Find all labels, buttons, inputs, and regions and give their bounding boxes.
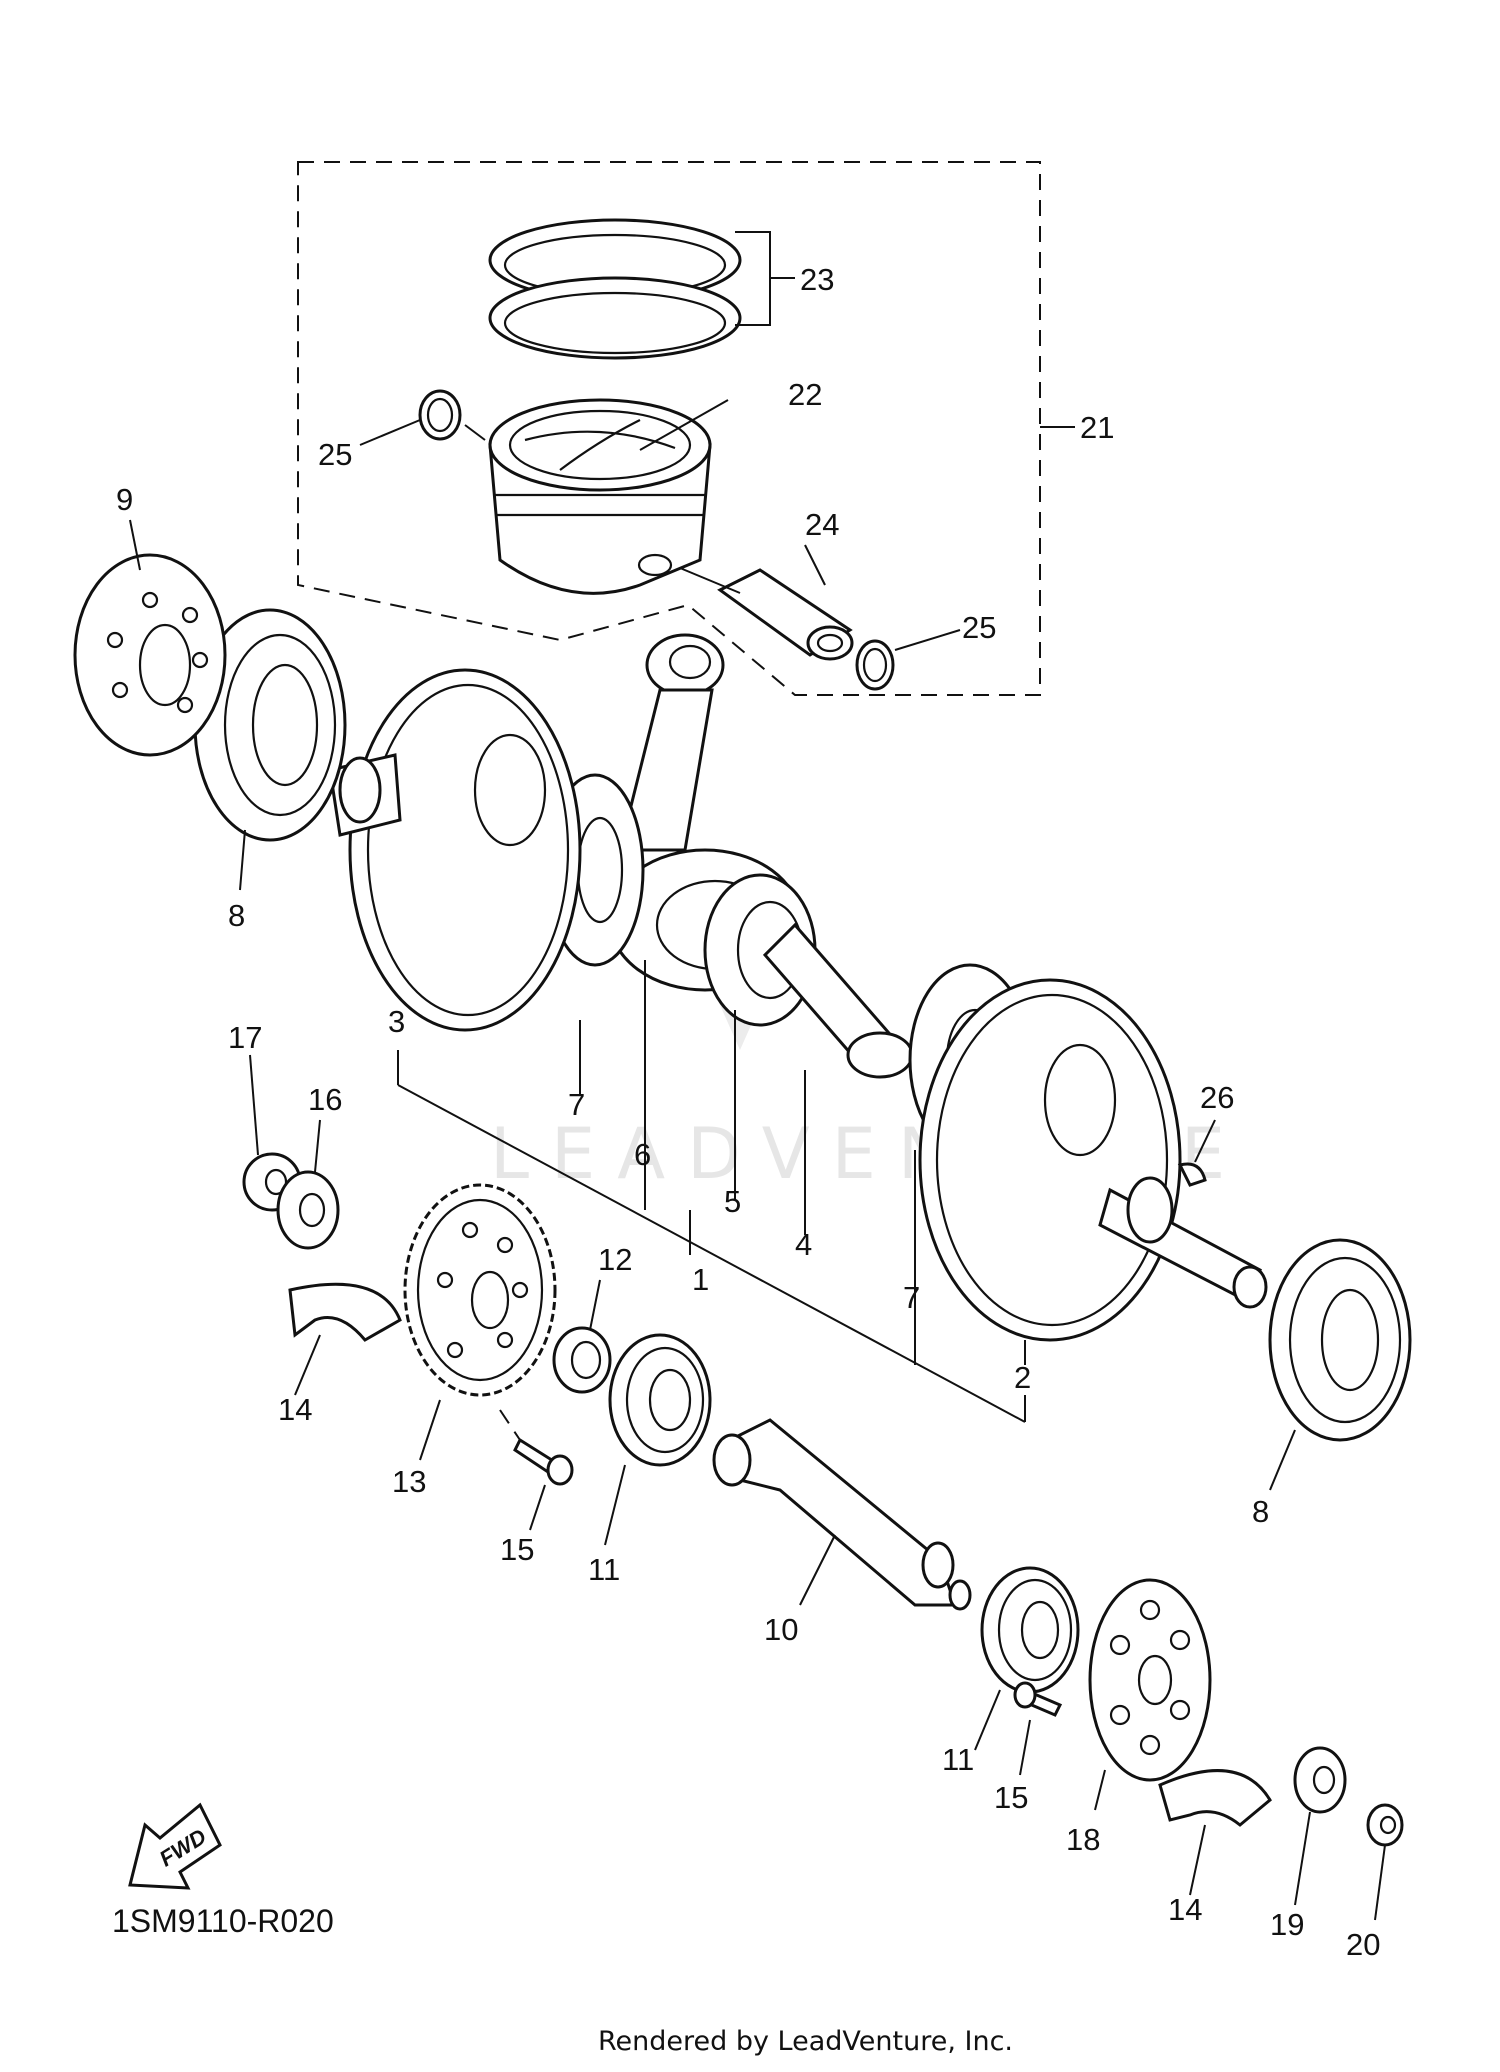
callout-16: 16 bbox=[308, 1082, 342, 1117]
callout-8-left: 8 bbox=[228, 898, 245, 933]
callout-3: 3 bbox=[388, 1004, 405, 1039]
callout-2: 2 bbox=[1014, 1360, 1031, 1395]
diagram-code: 1SM9110-R020 bbox=[112, 1903, 334, 1939]
callout-6: 6 bbox=[634, 1137, 651, 1172]
bolt-15-right bbox=[1013, 1681, 1063, 1776]
balancer-bearing-left bbox=[604, 1333, 712, 1546]
woodruff-key bbox=[1177, 1162, 1207, 1187]
callout-12: 12 bbox=[598, 1242, 632, 1277]
piston-kit-boundary bbox=[297, 161, 1041, 696]
callout-5: 5 bbox=[724, 1184, 741, 1219]
balancer-plate bbox=[1088, 1578, 1212, 1811]
callout-9: 9 bbox=[116, 482, 133, 517]
callout-1: 1 bbox=[692, 1262, 709, 1297]
footer-credit: Rendered by LeadVenture, Inc. bbox=[598, 2026, 1013, 2057]
callout-23: 23 bbox=[800, 262, 834, 297]
piston-pin bbox=[679, 544, 854, 661]
callout-20: 20 bbox=[1346, 1927, 1380, 1962]
callout-22: 22 bbox=[788, 377, 822, 412]
fwd-arrow-icon: FWD bbox=[128, 1802, 222, 1890]
callout-10: 10 bbox=[764, 1612, 798, 1647]
callout-25-left: 25 bbox=[318, 437, 352, 472]
callout-24: 24 bbox=[805, 507, 839, 542]
callout-13: 13 bbox=[392, 1464, 426, 1499]
callout-19: 19 bbox=[1270, 1907, 1304, 1942]
callout-11-left: 11 bbox=[588, 1552, 620, 1587]
callout-21: 21 bbox=[1080, 410, 1114, 445]
callout-17: 17 bbox=[228, 1020, 262, 1055]
callout-4: 4 bbox=[795, 1227, 812, 1262]
callout-14-left: 14 bbox=[278, 1392, 312, 1427]
balancer-drive-gear bbox=[403, 1183, 557, 1461]
callout-7-left: 7 bbox=[568, 1087, 585, 1122]
balancer-bearing-right bbox=[974, 1566, 1080, 1751]
callout-15-left: 15 bbox=[500, 1532, 534, 1567]
callout-11-right: 11 bbox=[942, 1742, 974, 1777]
crank-web-left bbox=[328, 668, 582, 1032]
crankshaft-assembly-bracket bbox=[397, 960, 1026, 1423]
nut-20 bbox=[1366, 1803, 1404, 1921]
crank-pin bbox=[762, 922, 914, 1079]
main-bearing-left bbox=[193, 608, 347, 891]
circlip-left bbox=[418, 389, 462, 441]
balancer-shaft bbox=[712, 1418, 972, 1611]
callout-14-right: 14 bbox=[1168, 1892, 1202, 1927]
balancer-weight-left bbox=[288, 1282, 402, 1396]
washer-19 bbox=[1293, 1746, 1347, 1906]
bolt-15-left bbox=[499, 1409, 574, 1531]
crank-web-right bbox=[918, 978, 1268, 1342]
collar-12 bbox=[552, 1279, 612, 1394]
callout-18: 18 bbox=[1066, 1822, 1100, 1857]
callout-15-right: 15 bbox=[994, 1780, 1028, 1815]
callouts: 1 2 3 4 5 6 7 7 8 8 9 10 11 11 12 13 14 … bbox=[116, 262, 1380, 1962]
washer-16 bbox=[276, 1119, 340, 1250]
piston-rings bbox=[488, 218, 795, 360]
callout-25-right: 25 bbox=[962, 610, 996, 645]
timing-sprocket bbox=[73, 519, 227, 757]
main-bearing-right bbox=[1268, 1238, 1412, 1491]
piston bbox=[488, 398, 729, 595]
callout-8-right: 8 bbox=[1252, 1494, 1269, 1529]
callout-7-right: 7 bbox=[903, 1280, 920, 1315]
balancer-weight-right bbox=[1158, 1769, 1272, 1896]
callout-26: 26 bbox=[1200, 1080, 1234, 1115]
circlip-right bbox=[855, 639, 895, 691]
